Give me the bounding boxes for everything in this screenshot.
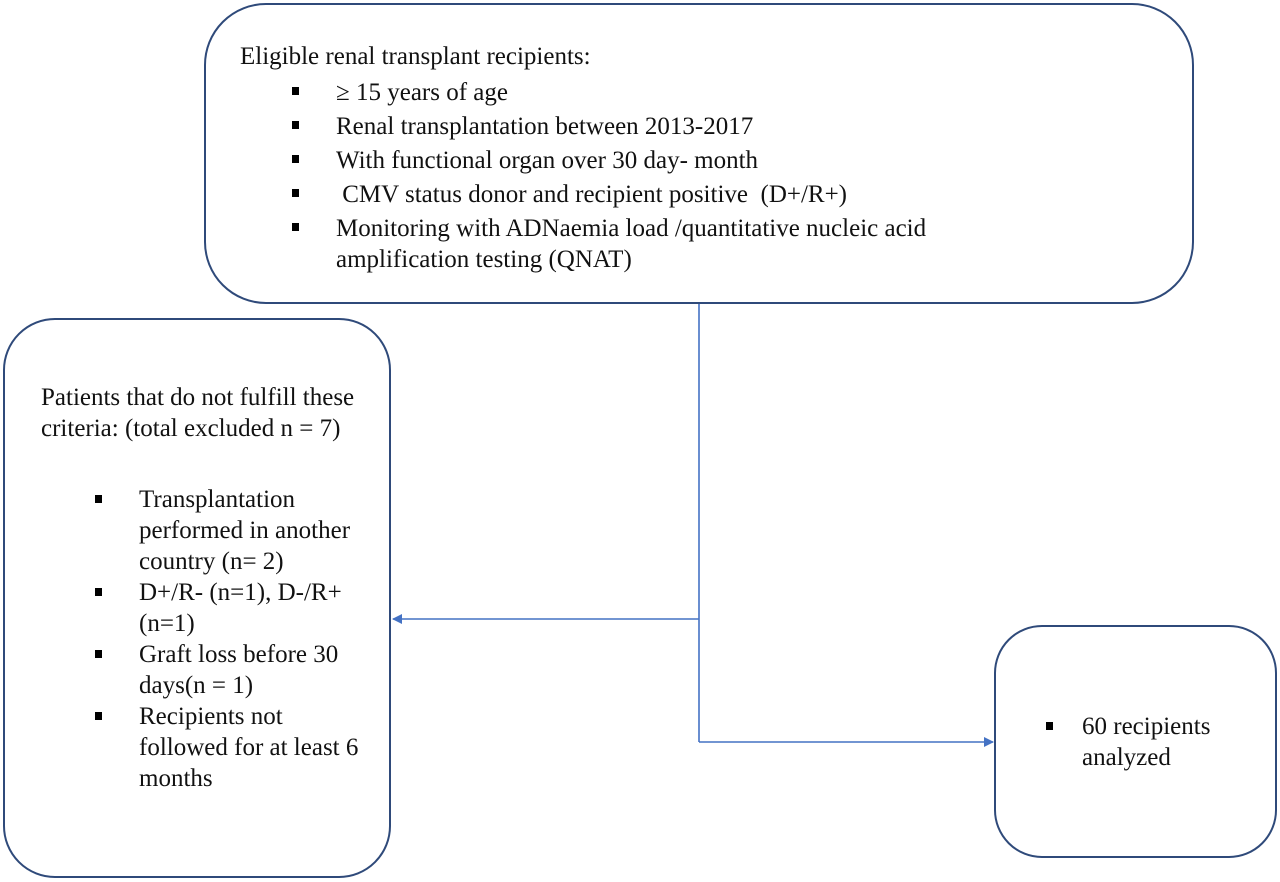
- list-item-text: Transplantation performed in another cou…: [139, 486, 351, 575]
- list-item: Transplantation performed in another cou…: [95, 484, 359, 577]
- exclusion-box: Patients that do not fulfill these crite…: [3, 318, 391, 878]
- square-bullet-icon: [292, 189, 299, 197]
- analysis-list: 60 recipients analyzed: [1046, 711, 1262, 773]
- list-item-text: Recipients not followed for at least 6 m…: [139, 703, 359, 792]
- list-item-text: 60 recipients analyzed: [1082, 713, 1211, 771]
- list-item: Monitoring with ADNaemia load /quantitat…: [292, 213, 1056, 275]
- list-item-text: Graft loss before 30 days(n = 1): [139, 641, 339, 699]
- square-bullet-icon: [292, 121, 299, 129]
- exclusion-criteria-list: Transplantation performed in another cou…: [95, 484, 359, 794]
- list-item-text: Renal transplantation between 2013-2017: [336, 113, 754, 140]
- eligibility-box: Eligible renal transplant recipients: ≥ …: [204, 3, 1194, 304]
- square-bullet-icon: [95, 712, 102, 720]
- analysis-box: 60 recipients analyzed: [994, 625, 1277, 858]
- square-bullet-icon: [95, 495, 102, 503]
- list-item-text: With functional organ over 30 day- month: [336, 147, 759, 174]
- square-bullet-icon: [292, 87, 299, 95]
- list-item: Recipients not followed for at least 6 m…: [95, 701, 359, 794]
- list-item: With functional organ over 30 day- month: [292, 145, 1056, 179]
- list-item-text: Monitoring with ADNaemia load /quantitat…: [336, 215, 927, 273]
- eligibility-intro: Eligible renal transplant recipients:: [240, 43, 591, 70]
- square-bullet-icon: [95, 650, 102, 658]
- eligibility-criteria-list: ≥ 15 years of age Renal transplantation …: [292, 77, 1056, 275]
- list-item: Renal transplantation between 2013-2017: [292, 111, 1056, 145]
- list-item: D+/R- (n=1), D-/R+(n=1): [95, 577, 359, 639]
- list-item: Graft loss before 30 days(n = 1): [95, 639, 359, 701]
- list-item-text: D+/R- (n=1), D-/R+(n=1): [139, 579, 342, 637]
- square-bullet-icon: [95, 588, 102, 596]
- square-bullet-icon: [292, 223, 299, 231]
- list-item: ≥ 15 years of age: [292, 77, 1056, 111]
- list-item-text: ≥ 15 years of age: [336, 79, 508, 106]
- list-item-text: CMV status donor and recipient positive …: [336, 181, 848, 208]
- exclusion-intro: Patients that do not fulfill these crite…: [41, 384, 355, 442]
- square-bullet-icon: [1046, 722, 1053, 730]
- list-item: CMV status donor and recipient positive …: [292, 179, 1056, 213]
- square-bullet-icon: [292, 155, 299, 163]
- list-item: 60 recipients analyzed: [1046, 711, 1262, 773]
